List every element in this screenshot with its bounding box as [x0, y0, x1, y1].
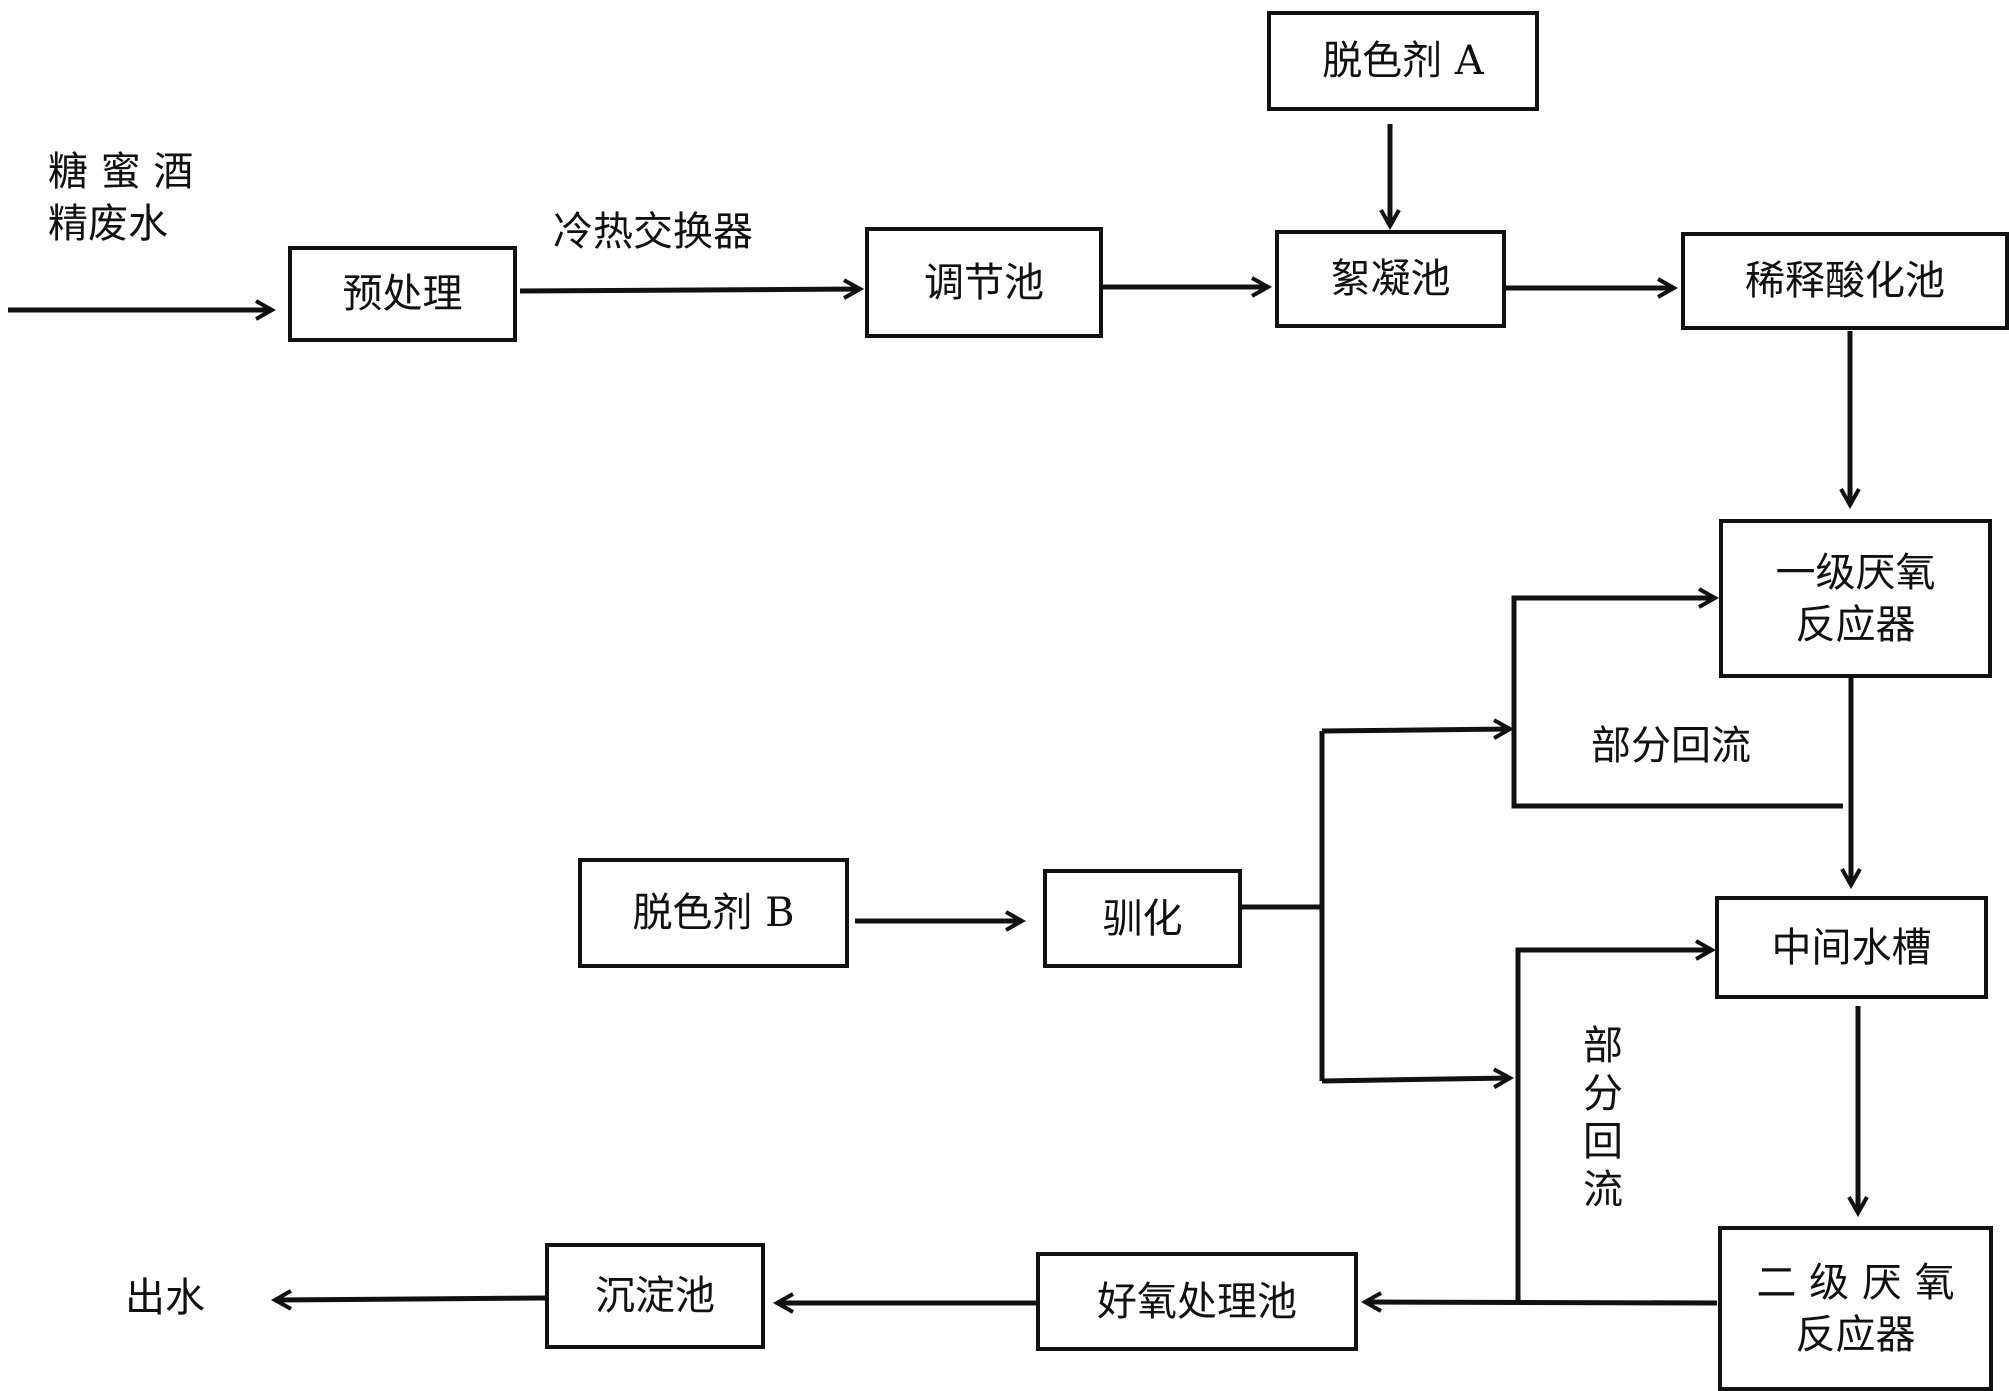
node-anaerobic-reactor-1: 一级厌氧 反应器: [1719, 519, 1992, 678]
node-intermediate-tank-label: 中间水槽: [1771, 924, 1932, 971]
arrow-anaerobic-2-to-aerobic: [1365, 1302, 1718, 1303]
node-anaerobic-reactor-1-line-1: 一级厌氧: [1775, 549, 1936, 596]
node-aerobic-tank-label: 好氧处理池: [1097, 1278, 1297, 1325]
node-dilution-acidification-tank: 稀释酸化池: [1681, 232, 2009, 330]
arrow-sedimentation-to-output: [275, 1298, 546, 1300]
input-label: 糖 蜜 酒 精废水: [48, 146, 193, 250]
input-label-line-1: 糖 蜜 酒: [48, 149, 194, 195]
heat-exchanger-label: 冷热交换器: [553, 206, 753, 258]
node-anaerobic-reactor-2: 二 级 厌 氧 反应器: [1718, 1226, 1993, 1391]
output-label-text: 出水: [125, 1275, 205, 1321]
node-anaerobic-reactor-1-line-2: 反应器: [1795, 601, 1916, 648]
node-regulating-tank-label: 调节池: [924, 259, 1044, 306]
node-sedimentation-tank: 沉淀池: [545, 1243, 765, 1349]
reflux-label-2-char-2: 分: [1583, 1071, 1623, 1117]
node-decolorant-a-label: 脱色剂 A: [1322, 38, 1484, 84]
reflux-loop-1: [1511, 598, 1843, 809]
node-flocculation-tank: 絮凝池: [1275, 230, 1506, 328]
node-decolorant-b: 脱色剂 B: [578, 858, 849, 968]
node-regulating-tank: 调节池: [865, 227, 1103, 338]
node-dilution-acidification-tank-label: 稀释酸化池: [1745, 258, 1945, 304]
reflux-label-1: 部分回流: [1591, 720, 1751, 772]
node-flocculation-tank-label: 絮凝池: [1330, 256, 1451, 302]
reflux-label-2-char-1: 部: [1583, 1023, 1623, 1069]
node-intermediate-tank: 中间水槽: [1715, 896, 1988, 999]
node-pretreatment-label: 预处理: [342, 271, 463, 317]
arrow-branch-to-reflux-2: [1321, 1078, 1510, 1081]
node-acclimation: 驯化: [1043, 869, 1242, 968]
reflux-label-2-char-3: 回: [1583, 1119, 1623, 1165]
node-anaerobic-reactor-2-line-1: 二 级 厌 氧: [1756, 1259, 1955, 1306]
reflux-loop-2: [1515, 950, 1712, 1301]
arrow-branch-to-reflux-1: [1321, 729, 1510, 731]
node-acclimation-label: 驯化: [1102, 895, 1183, 942]
node-aerobic-tank: 好氧处理池: [1036, 1252, 1358, 1351]
arrow-pretreatment-to-regulating: [519, 289, 860, 291]
node-sedimentation-tank-label: 沉淀池: [595, 1273, 715, 1319]
node-anaerobic-reactor-2-line-2: 反应器: [1795, 1311, 1916, 1358]
output-label: 出水: [125, 1272, 205, 1324]
reflux-label-1-text: 部分回流: [1591, 723, 1751, 769]
node-pretreatment: 预处理: [288, 246, 517, 342]
input-label-line-2: 精废水: [48, 201, 168, 247]
heat-exchanger-text: 冷热交换器: [553, 209, 753, 255]
node-decolorant-b-label: 脱色剂 B: [632, 890, 795, 936]
node-decolorant-a: 脱色剂 A: [1267, 11, 1539, 111]
reflux-label-2: 部 分 回 流: [1583, 1022, 1623, 1214]
reflux-label-2-char-4: 流: [1583, 1167, 1623, 1213]
